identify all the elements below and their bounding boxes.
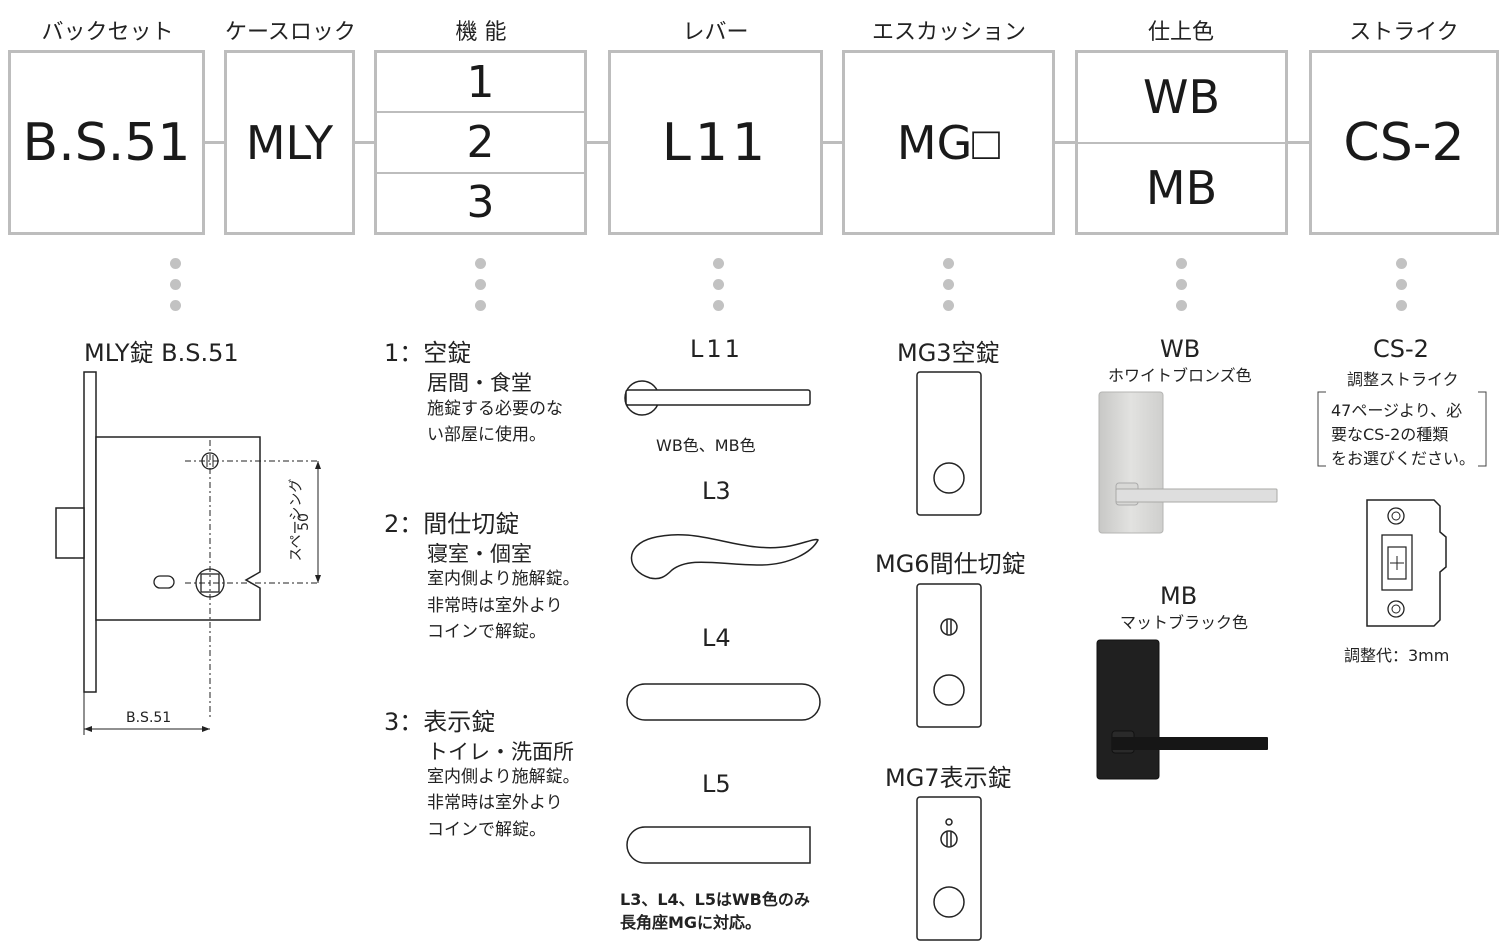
finish-wb-name: ホワイトブロンズ色 [1108, 366, 1252, 385]
strike-note-3: をお選びください。 [1331, 449, 1476, 468]
function-2-desc-3: コインで解錠。 [427, 622, 546, 642]
function-3-desc-1: 室内側より施解錠。 [427, 767, 580, 787]
function-1: 1 [466, 56, 495, 108]
lever-l5-label: L5 [702, 770, 731, 798]
lever-l11-drawing [624, 380, 811, 416]
connector [586, 141, 610, 144]
connector [204, 141, 226, 144]
function-3: 3 [377, 171, 584, 232]
dots [943, 258, 955, 321]
finish-wb-photo [1098, 391, 1278, 534]
lever-note-2: 長角座MGに対応。 [620, 913, 762, 932]
header-backset: バックセット [41, 20, 174, 45]
function-2-title: 2：間仕切錠 [384, 510, 520, 538]
function-1-room: 居間・食堂 [427, 371, 532, 395]
header-escutcheon: エスカッション [871, 20, 1026, 45]
lever-l11-label: L11 [690, 335, 743, 363]
finish-wb-code: WB [1160, 335, 1201, 363]
finish-wb: WB [1142, 70, 1221, 125]
function-3-room: トイレ・洗面所 [427, 740, 574, 764]
connector [821, 141, 845, 144]
escutcheon-mg3-drawing [916, 371, 982, 516]
strike-value: CS-2 [1343, 112, 1465, 173]
escutcheon-placeholder: □ [972, 115, 1001, 170]
escutcheon-value: MG□ [845, 53, 1052, 232]
function-2: 2 [377, 111, 584, 171]
lock-title: MLY錠 B.S.51 [84, 339, 239, 367]
lever-l4-drawing [626, 683, 821, 721]
header-function: 機 能 [455, 20, 507, 45]
connector [354, 141, 376, 144]
dots [1396, 258, 1408, 321]
connector [1054, 141, 1078, 144]
function-2-room: 寝室・個室 [427, 542, 532, 566]
lock-case-drawing [55, 371, 321, 735]
bs-dimension-label: B.S.51 [126, 710, 172, 726]
header-caselock: ケースロック [225, 20, 356, 45]
lever-l4-label: L4 [702, 624, 731, 652]
escutcheon-mg3-label: MG3空錠 [897, 339, 1000, 367]
function-1-desc-2: い部屋に使用。 [427, 425, 546, 445]
function-3-title: 3：表示錠 [384, 708, 496, 736]
function-2-desc-1: 室内側より施解錠。 [427, 569, 580, 589]
finish-mb-photo [1096, 639, 1268, 780]
finish-mb-name: マットブラック色 [1120, 613, 1249, 632]
dots [170, 258, 182, 321]
dots [1176, 258, 1188, 321]
dots [713, 258, 725, 321]
header-strike: ストライク [1349, 20, 1459, 45]
strike-code: CS-2 [1373, 335, 1429, 363]
strike-name: 調整ストライク [1347, 370, 1459, 389]
function-box: 1 2 3 [374, 50, 587, 235]
strike-note-1: 47ページより、必 [1331, 401, 1463, 420]
lever-box: L11 [608, 50, 823, 235]
function-2-desc-2: 非常時は室外より [427, 596, 563, 616]
lever-l11-colors: WB色、MB色 [656, 436, 756, 455]
lever-l3-label: L3 [702, 477, 731, 505]
finish-box: WB MB [1075, 50, 1288, 235]
escutcheon-code: MG [896, 115, 973, 170]
lever-l5-drawing [626, 826, 811, 864]
strike-adjust: 調整代：3mm [1344, 646, 1450, 665]
backset-box: B.S.51 [8, 50, 205, 235]
caselock-box: MLY [224, 50, 355, 235]
escutcheon-box: MG□ [842, 50, 1055, 235]
lever-value: L11 [661, 112, 770, 173]
function-1-title: 1：空錠 [384, 339, 472, 367]
escutcheon-mg6-label: MG6間仕切錠 [875, 550, 1026, 578]
function-1-desc-1: 施錠する必要のな [427, 399, 563, 419]
header-lever: レバー [682, 20, 749, 45]
lever-note-1: L3、L4、L5はWB色のみ [620, 890, 810, 909]
lever-l3-drawing [630, 534, 819, 580]
backset-value: B.S.51 [22, 112, 191, 173]
dots [475, 258, 487, 321]
escutcheon-mg7-label: MG7表示錠 [885, 764, 1012, 792]
escutcheon-mg7-drawing [916, 796, 982, 941]
header-finish: 仕上色 [1147, 20, 1214, 45]
finish-mb: MB [1078, 141, 1285, 233]
finish-mb-code: MB [1160, 582, 1198, 610]
function-3-desc-2: 非常時は室外より [427, 793, 563, 813]
strike-box: CS-2 [1309, 50, 1499, 235]
caselock-value: MLY [245, 115, 334, 170]
escutcheon-mg6-drawing [916, 583, 982, 728]
function-3-desc-3: コインで解錠。 [427, 820, 546, 840]
strike-note-2: 要なCS-2の種類 [1331, 425, 1449, 444]
connector [1287, 141, 1311, 144]
